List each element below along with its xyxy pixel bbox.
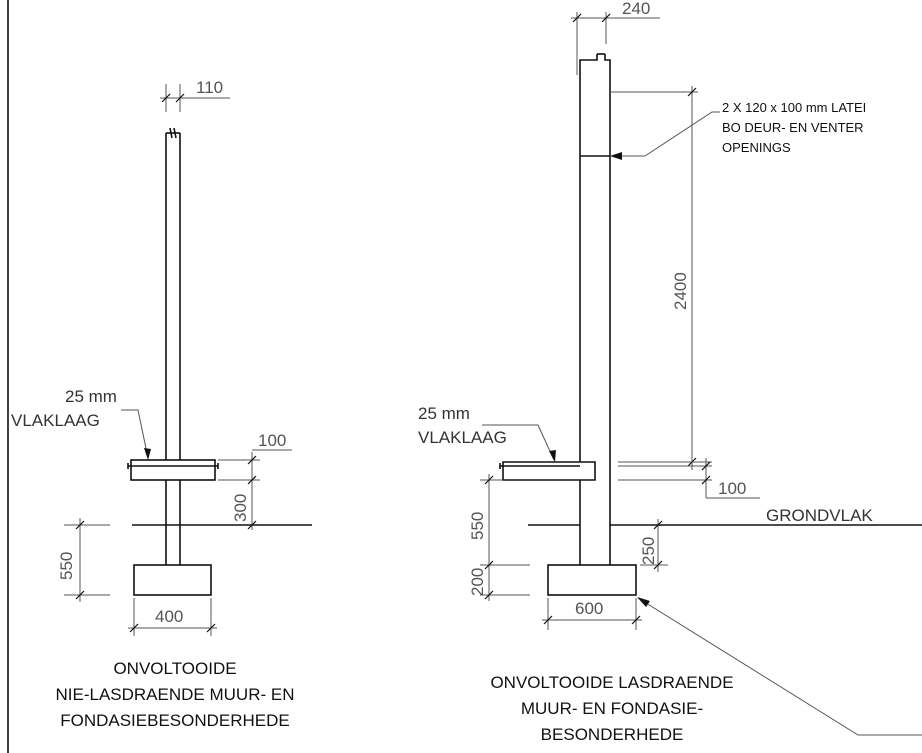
right-lintel-note-line3: OPENINGS (722, 140, 791, 155)
right-lintel-arrowhead (610, 152, 622, 160)
right-detail: GRONDVLAK 240 2400 2 X 120 x 100 mm LATE… (418, 0, 922, 744)
right-dim-height: 2400 (671, 272, 690, 310)
right-dim-below-ground: 250 (639, 537, 658, 565)
left-dim-footing-width: 400 (155, 607, 183, 626)
right-caption-line1: ONVOLTOOIDE LASDRAENDE (490, 673, 733, 692)
left-dim-depth: 550 (57, 552, 76, 580)
right-floor-slab (502, 461, 596, 481)
right-dim-footing-height: 200 (468, 568, 487, 596)
right-dim-depth: 550 (468, 512, 487, 540)
right-footing-arrowhead (637, 597, 650, 607)
right-footing (547, 564, 637, 596)
left-dpc-leader (121, 409, 149, 459)
right-dim-slab: 100 (718, 479, 746, 498)
left-detail: 110 25 mm VLAKLAAG 100 300 550 400 ONVOL… (11, 78, 312, 730)
right-lintel-note-line1: 2 X 120 x 100 mm LATEI (722, 100, 866, 115)
left-footing (133, 564, 212, 596)
left-caption-line3: FONDASIEBESONDERHEDE (60, 711, 290, 730)
left-dim-slab: 100 (258, 431, 286, 450)
right-dpc-leader (482, 424, 555, 461)
right-dpc-arrowhead (549, 450, 556, 462)
right-ground-label: GRONDVLAK (766, 506, 873, 525)
right-footing-leader (637, 597, 922, 736)
left-dpc-label-size: 25 mm (65, 387, 117, 406)
right-dpc-label-name: VLAKLAAG (418, 428, 507, 447)
right-wall-top-step (579, 54, 598, 92)
right-dim-footing-width: 600 (575, 599, 603, 618)
right-caption-line2: MUUR- EN FONDASIE- (521, 699, 703, 718)
right-caption-line3: BESONDERHEDE (541, 725, 684, 744)
left-caption-line2: NIE-LASDRAENDE MUUR- EN (56, 685, 295, 704)
right-dpc-label-size: 25 mm (418, 404, 470, 423)
left-dpc-label-name: VLAKLAAG (11, 411, 100, 430)
left-dim-above-ground: 300 (231, 494, 250, 522)
left-dim-wall-thickness: 110 (196, 78, 223, 97)
right-lintel-note-line2: BO DEUR- EN VENTER (722, 120, 864, 135)
left-dpc-arrowhead (144, 448, 151, 460)
left-floor-slab (130, 459, 216, 481)
right-dim-wall-thickness: 240 (622, 0, 650, 18)
right-lintel-leader (610, 111, 720, 157)
left-caption-line1: ONVOLTOOIDE (113, 659, 236, 678)
